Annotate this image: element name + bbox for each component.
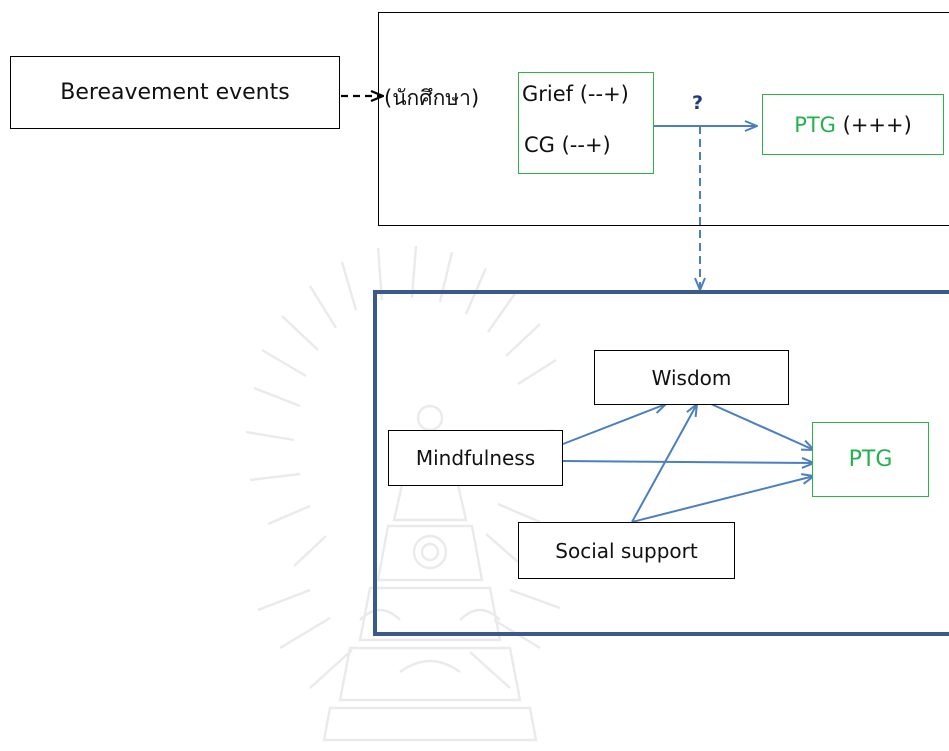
grief-label: Grief (--+) — [522, 82, 629, 106]
grief-cg-box — [518, 72, 654, 174]
bereavement-events-box: Bereavement events — [10, 56, 340, 129]
social-support-box: Social support — [518, 522, 735, 579]
ptg-upper-sign: (+++) — [835, 112, 912, 137]
ptg-upper-text: PTG (+++) — [794, 113, 912, 137]
mindfulness-box: Mindfulness — [388, 430, 563, 486]
mindfulness-to-wisdom-arrow — [562, 404, 666, 445]
wisdom-label: Wisdom — [651, 365, 732, 390]
wisdom-box: Wisdom — [594, 350, 789, 405]
wisdom-to-ptg-arrow — [710, 403, 814, 450]
ptg-model-box: PTG — [812, 422, 929, 497]
social-to-wisdom-arrow — [631, 404, 697, 523]
model-frame — [373, 290, 949, 636]
ptg-upper-label: PTG — [794, 112, 836, 137]
social-to-ptg-arrow — [631, 476, 814, 523]
upper-frame — [378, 12, 949, 226]
ptg-upper-box: PTG (+++) — [762, 94, 944, 155]
question-mark: ? — [692, 92, 704, 114]
bereavement-events-label: Bereavement events — [60, 80, 290, 105]
students-label: (นักศึกษา) — [384, 86, 480, 110]
mindfulness-label: Mindfulness — [415, 446, 536, 470]
cg-label: CG (--+) — [524, 133, 611, 157]
mindfulness-to-ptg-arrow — [562, 461, 814, 463]
ptg-model-label: PTG — [848, 447, 893, 472]
social-support-label: Social support — [555, 538, 698, 563]
